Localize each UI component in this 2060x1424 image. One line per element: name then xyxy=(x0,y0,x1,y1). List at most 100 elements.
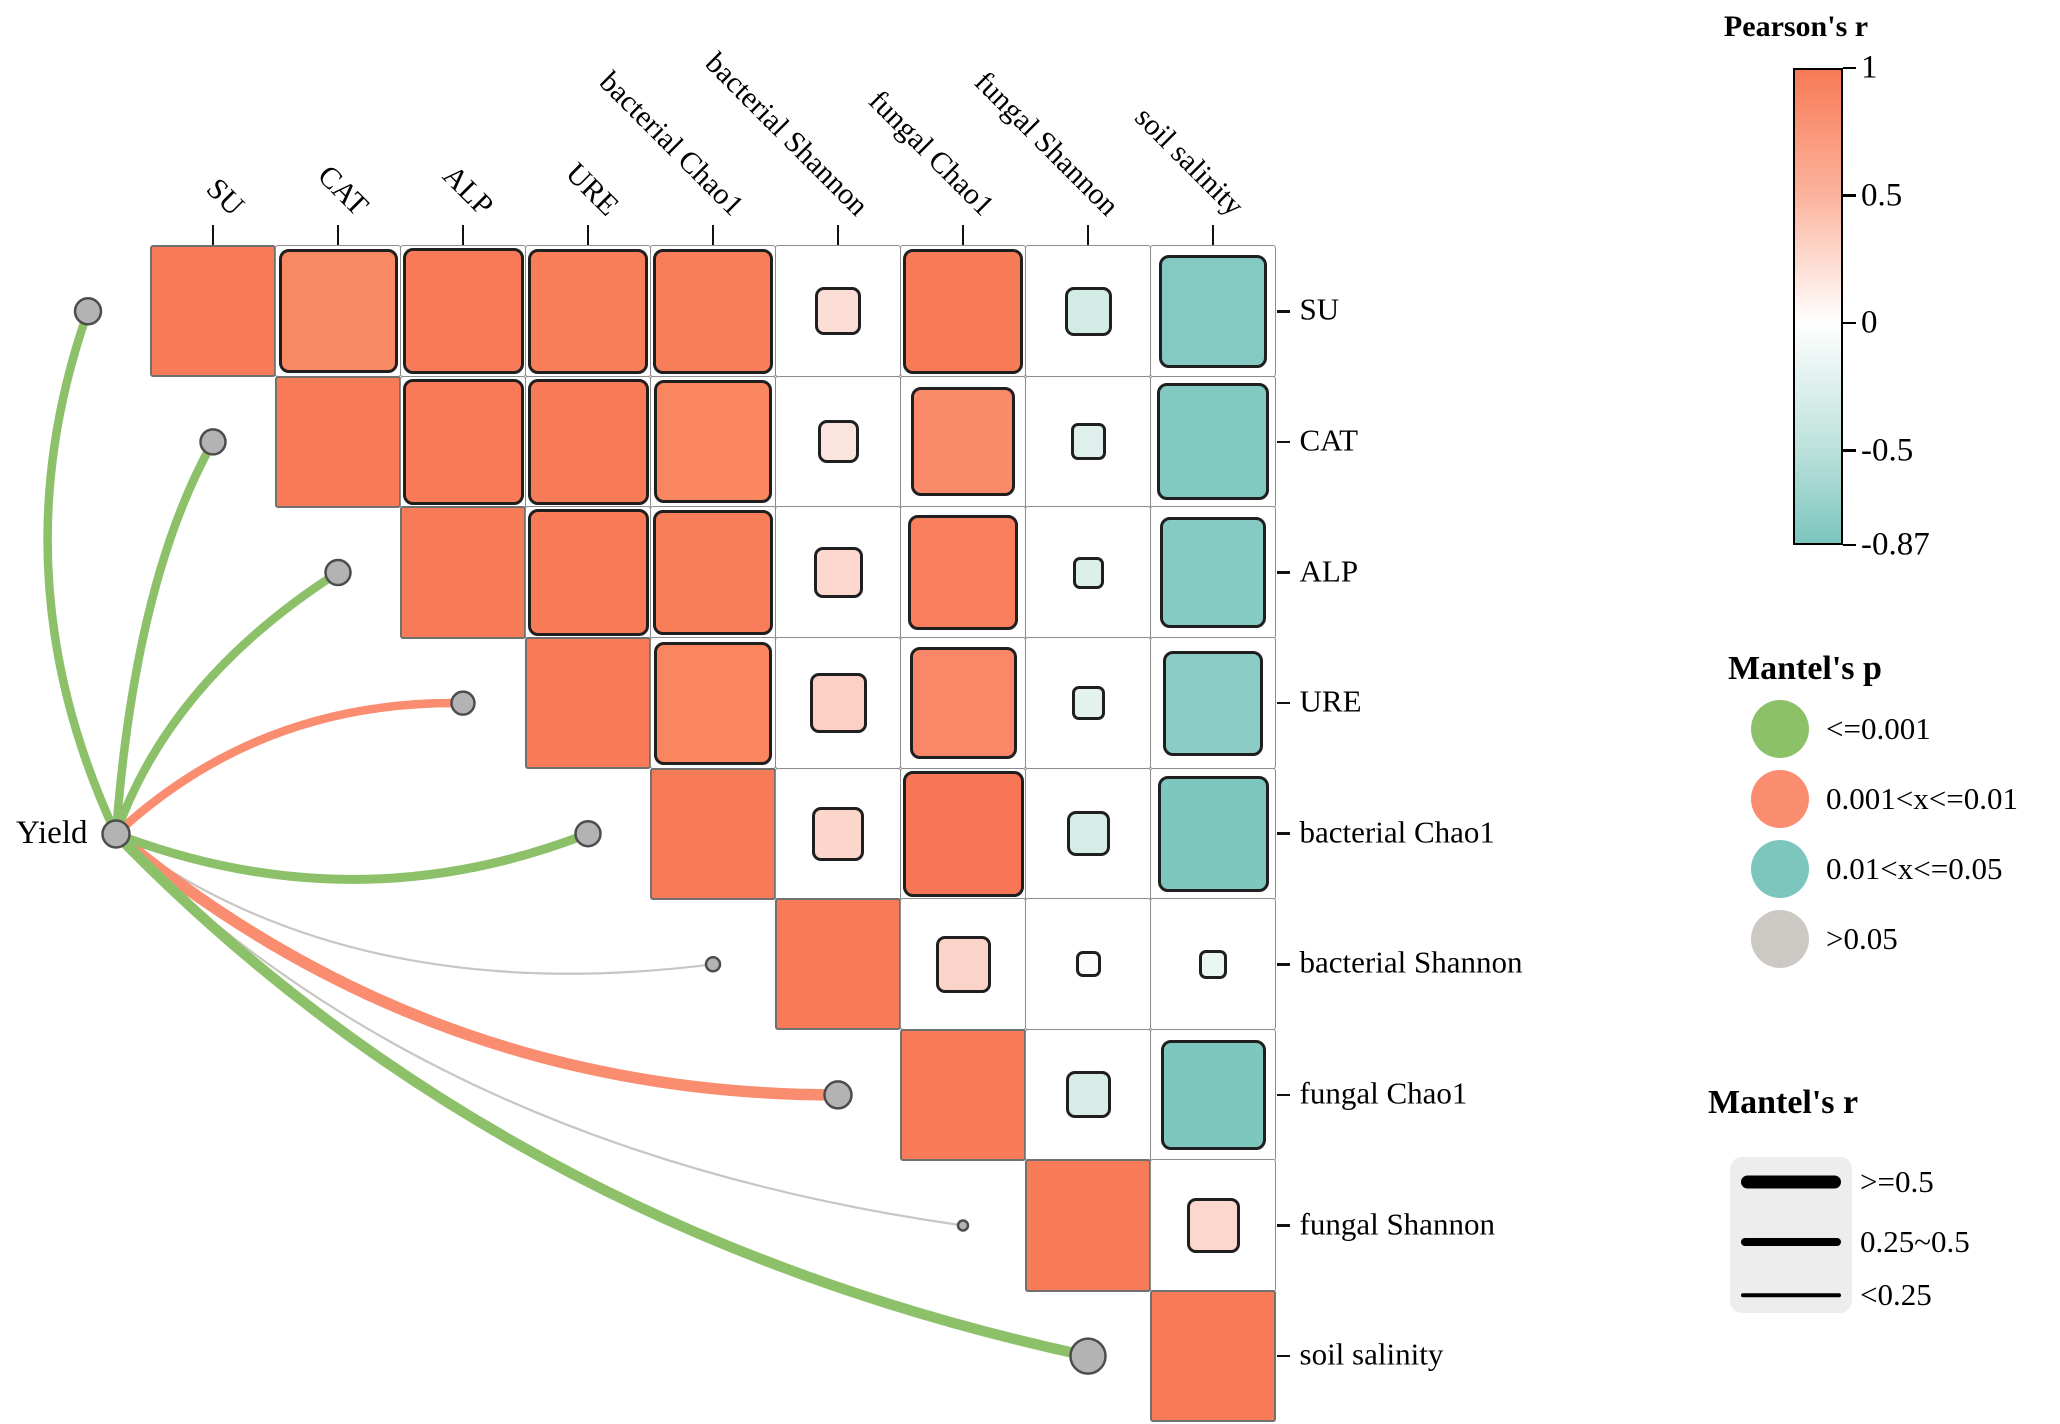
row-tick xyxy=(1276,310,1290,313)
correlation-marker xyxy=(1072,556,1104,589)
mantel-edge xyxy=(43,307,121,839)
mantel-r-label: >=0.5 xyxy=(1860,1164,1934,1199)
column-tick xyxy=(1211,225,1215,245)
variable-node xyxy=(823,1080,853,1110)
row-label: fungal Shannon xyxy=(1299,1206,1495,1242)
variable-node xyxy=(704,956,722,973)
correlation-marker xyxy=(813,547,863,598)
column-tick xyxy=(461,225,465,245)
row-label: bacterial Chao1 xyxy=(1299,814,1495,850)
row-tick xyxy=(1276,1093,1290,1097)
pearson-colorbar xyxy=(1793,68,1843,545)
matrix-diagonal-cell xyxy=(524,637,652,770)
matrix-diagonal-cell xyxy=(1024,1159,1152,1292)
mantel-edge xyxy=(111,437,218,839)
row-label: soil salinity xyxy=(1299,1336,1444,1372)
mantel-p-swatch xyxy=(1751,910,1809,968)
row-tick xyxy=(1276,701,1290,705)
row-label: CAT xyxy=(1299,422,1359,458)
correlation-marker xyxy=(1075,951,1101,978)
correlation-marker xyxy=(653,248,773,374)
correlation-marker xyxy=(1064,286,1112,336)
correlation-marker xyxy=(909,647,1017,760)
matrix-cell xyxy=(774,767,902,900)
correlation-marker xyxy=(935,935,991,993)
mantel-r-label: <0.25 xyxy=(1860,1277,1932,1312)
matrix-diagonal-cell xyxy=(649,767,777,900)
variable-node xyxy=(450,690,476,716)
mantel-edge xyxy=(111,829,593,884)
correlation-marker xyxy=(1065,1071,1111,1119)
correlation-marker xyxy=(654,380,772,504)
column-tick xyxy=(336,225,340,245)
pearson-legend-title: Pearson's r xyxy=(1723,10,1869,43)
mantel-p-legend-title: Mantel's p xyxy=(1728,650,1882,687)
mantel-r-legend-title: Mantel's r xyxy=(1708,1084,1859,1121)
variable-node xyxy=(199,428,227,456)
mantel-r-label: 0.25~0.5 xyxy=(1860,1224,1970,1259)
variable-node xyxy=(1069,1337,1107,1375)
variable-node xyxy=(574,819,602,848)
correlation-marker xyxy=(1159,254,1267,368)
row-label: SU xyxy=(1299,291,1340,327)
correlation-marker xyxy=(815,287,861,336)
row-label: bacterial Shannon xyxy=(1299,944,1523,980)
matrix-diagonal-cell xyxy=(399,506,527,639)
mantel-edge xyxy=(114,832,715,975)
correlation-marker xyxy=(1160,1039,1266,1150)
correlation-marker xyxy=(911,387,1015,497)
row-tick xyxy=(1276,832,1290,835)
pearson-tick xyxy=(1843,543,1856,547)
correlation-marker xyxy=(527,378,649,505)
variable-node xyxy=(956,1219,970,1232)
correlation-marker xyxy=(1071,686,1105,721)
mantel-p-swatch xyxy=(1751,770,1809,828)
correlation-marker xyxy=(1186,1198,1240,1253)
pearson-tick-label: 0 xyxy=(1861,304,1878,341)
yield-node xyxy=(101,819,131,849)
correlation-marker xyxy=(908,515,1018,630)
matrix-diagonal-cell xyxy=(1149,1290,1277,1423)
column-tick xyxy=(711,225,715,245)
row-tick xyxy=(1276,963,1290,966)
mantel-edge xyxy=(110,828,844,1101)
mantel-edge xyxy=(110,828,1094,1362)
correlation-marker xyxy=(1160,517,1266,628)
row-tick xyxy=(1276,571,1290,574)
correlation-marker xyxy=(1157,383,1269,501)
correlation-marker xyxy=(653,510,773,635)
column-tick xyxy=(1086,225,1090,245)
pearson-tick-label: -0.87 xyxy=(1861,526,1930,563)
mantel-r-line-sample xyxy=(1741,1293,1841,1297)
correlation-marker xyxy=(902,770,1024,897)
pearson-tick xyxy=(1843,321,1856,325)
variable-node xyxy=(324,558,352,587)
matrix-diagonal-cell xyxy=(149,245,277,378)
correlation-marker xyxy=(1157,775,1269,892)
row-label: ALP xyxy=(1299,553,1359,589)
pearson-tick-label: 0.5 xyxy=(1861,177,1903,214)
mantel-p-label: 0.01<x<=0.05 xyxy=(1826,851,2003,886)
mantel-r-line-sample xyxy=(1741,1238,1841,1246)
mantel-p-label: 0.001<x<=0.01 xyxy=(1826,781,2018,816)
row-tick xyxy=(1276,1354,1290,1358)
pearson-tick xyxy=(1843,66,1856,70)
pearson-tick xyxy=(1843,449,1856,452)
mantel-p-label: >0.05 xyxy=(1826,921,1898,956)
row-tick xyxy=(1276,1224,1290,1227)
column-tick xyxy=(961,225,965,245)
mantel-p-label: <=0.001 xyxy=(1826,711,1931,746)
column-tick xyxy=(586,225,590,245)
correlation-marker xyxy=(1066,811,1110,857)
mantel-r-line-sample xyxy=(1741,1175,1841,1189)
correlation-marker xyxy=(527,509,649,636)
column-tick xyxy=(211,225,215,245)
row-tick xyxy=(1276,440,1290,444)
correlation-marker xyxy=(809,673,867,734)
yield-node-label: Yield xyxy=(16,814,88,851)
correlation-marker xyxy=(1163,650,1263,756)
correlation-marker xyxy=(402,248,524,375)
correlation-marker xyxy=(903,248,1023,374)
column-tick xyxy=(836,225,840,245)
